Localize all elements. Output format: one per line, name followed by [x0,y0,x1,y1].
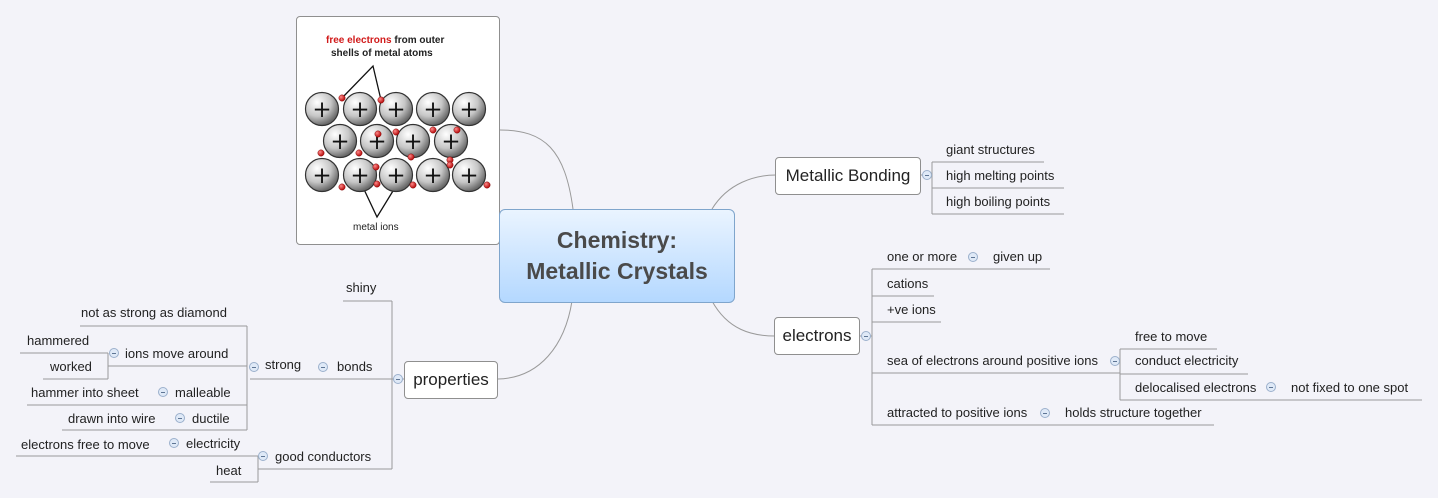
hammer-sheet-topic[interactable]: hammer into sheet [31,385,139,400]
heat-topic[interactable]: heat [216,463,242,478]
one-or-more-topic[interactable]: one or more [887,249,958,264]
good-conductors-topic[interactable]: good conductors [275,449,372,464]
metallic-bonding-node[interactable]: Metallic Bonding [775,157,921,195]
central-topic[interactable]: Chemistry: Metallic Crystals [499,209,735,303]
collapse-icon[interactable] [109,348,119,358]
delocalised-electrons-topic[interactable]: delocalised electrons [1135,380,1257,395]
collapse-icon[interactable] [1266,382,1276,392]
not-fixed-topic[interactable]: not fixed to one spot [1291,380,1409,395]
strong-topic[interactable]: strong [265,357,302,372]
collapse-icon[interactable] [922,170,932,180]
collapse-icon[interactable] [169,438,179,448]
metal-ion [322,123,358,159]
free-electron [317,149,325,157]
central-topic-line1: Chemistry: [556,227,678,253]
collapse-icon[interactable] [861,331,871,341]
metal-ion [451,91,487,127]
positive-ions-topic[interactable]: +ve ions [887,302,936,317]
metal-ions-label: metal ions [353,222,399,233]
outer-shells-label: shells of metal atoms [331,48,433,59]
free-electron [429,126,437,134]
given-up-topic[interactable]: given up [993,249,1043,264]
metal-ion [342,157,378,193]
free-electron [372,163,380,171]
ion-plus-sign: + [459,97,478,123]
free-electron [453,126,461,134]
ion-plus-sign: + [386,97,405,123]
ion-plus-sign: + [312,97,331,123]
free-electron [446,161,454,169]
ion-plus-sign: + [423,163,442,189]
collapse-icon[interactable] [258,451,268,461]
free-electron [338,94,346,102]
free-electron [407,153,415,161]
metal-ion [378,91,414,127]
ion-plus-sign: + [441,129,460,155]
collapse-icon[interactable] [318,362,328,372]
free-electron [392,128,400,136]
hammered-topic[interactable]: hammered [27,333,90,348]
metal-ion [415,157,451,193]
collapse-icon[interactable] [158,387,168,397]
metal-ion [415,91,451,127]
metal-ion [304,157,340,193]
free-electron [338,183,346,191]
electrons-free-topic[interactable]: electrons free to move [21,437,150,452]
collapse-icon[interactable] [393,374,403,384]
metal-ion [378,157,414,193]
high-melting-points-topic[interactable]: high melting points [946,168,1055,183]
free-electron [409,181,417,189]
collapse-icon[interactable] [175,413,185,423]
holds-structure-topic[interactable]: holds structure together [1065,405,1202,420]
ductile-topic[interactable]: ductile [192,411,230,426]
bonds-topic[interactable]: bonds [337,359,373,374]
free-electron [374,130,382,138]
collapse-icon[interactable] [249,362,259,372]
malleable-topic[interactable]: malleable [175,385,231,400]
free-electrons-label: free electrons [326,35,392,46]
from-outer-label: from outer [394,35,445,46]
ion-plus-sign: + [367,129,386,155]
electricity-topic[interactable]: electricity [186,436,241,451]
sea-of-electrons-topic[interactable]: sea of electrons around positive ions [887,353,1099,368]
collapse-icon[interactable] [1110,356,1120,366]
worked-topic[interactable]: worked [50,359,92,374]
metal-ion [451,157,487,193]
ion-plus-sign: + [423,97,442,123]
ion-plus-sign: + [312,163,331,189]
free-electron [377,96,385,104]
electrons-node[interactable]: electrons [774,317,860,355]
free-electron [483,181,491,189]
free-electron [355,149,363,157]
ion-plus-sign: + [350,97,369,123]
free-to-move-topic[interactable]: free to move [1135,329,1208,344]
metal-lattice-image: free electrons from outer shells of meta… [296,16,500,245]
giant-structures-topic[interactable]: giant structures [946,142,1035,157]
collapse-icon[interactable] [968,252,978,262]
ions-move-topic[interactable]: ions move around [125,346,229,361]
lattice-drawing: ++++++++++++++ [304,64,491,219]
metal-ion [359,123,395,159]
properties-node[interactable]: properties [404,361,498,399]
ion-plus-sign: + [350,163,369,189]
drawn-wire-topic[interactable]: drawn into wire [68,411,156,426]
collapse-icon[interactable] [1040,408,1050,418]
ion-plus-sign: + [403,129,422,155]
cations-topic[interactable]: cations [887,276,929,291]
high-boiling-points-topic[interactable]: high boiling points [946,194,1051,209]
metal-ion [342,91,378,127]
conduct-electricity-topic[interactable]: conduct electricity [1135,353,1239,368]
ion-plus-sign: + [386,163,405,189]
shiny-topic[interactable]: shiny [346,280,377,295]
metal-ion [304,91,340,127]
not-as-strong-topic[interactable]: not as strong as diamond [81,305,227,320]
free-electron [373,180,381,188]
ion-plus-sign: + [330,129,349,155]
attracted-topic[interactable]: attracted to positive ions [887,405,1028,420]
central-topic-line2: Metallic Crystals [526,258,708,284]
ion-plus-sign: + [459,163,478,189]
